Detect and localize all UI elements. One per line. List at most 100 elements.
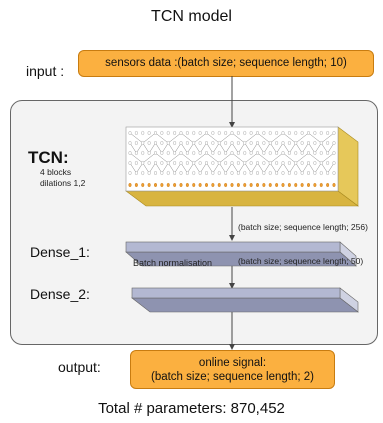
- tcn-connection: [295, 142, 303, 154]
- tcn-node: [128, 170, 132, 175]
- tcn-node: [236, 140, 240, 145]
- tcn-connection: [168, 152, 182, 164]
- tcn-input-node: [268, 182, 272, 187]
- tcn-node: [198, 140, 202, 145]
- tcn-node: [262, 140, 266, 145]
- dense1-shape-label: (batch size; sequence length; 256): [238, 222, 368, 232]
- tcn-dilations-text: dilations 1,2: [40, 178, 86, 188]
- tcn-connection: [199, 162, 207, 174]
- tcn-node: [192, 160, 196, 165]
- tcn-node: [192, 130, 196, 135]
- dense2-shape-label: (batch size; sequence length; 50): [238, 256, 364, 266]
- tcn-node: [179, 150, 183, 155]
- tcn-node: [281, 150, 285, 155]
- tcn-input-node: [185, 182, 189, 187]
- tcn-connection: [231, 132, 245, 144]
- tcn-node: [332, 140, 336, 145]
- tcn-node: [224, 170, 228, 175]
- tcn-node: [294, 150, 298, 155]
- tcn-connection: [244, 162, 252, 174]
- output-label: output:: [58, 359, 101, 375]
- tcn-node: [332, 160, 336, 165]
- tcn-node: [147, 140, 151, 145]
- tcn-node: [275, 140, 279, 145]
- tcn-connection: [136, 142, 143, 154]
- tcn-node: [313, 140, 317, 145]
- tcn-node: [275, 130, 279, 135]
- tcn-node: [185, 170, 189, 175]
- tcn-node: [294, 160, 298, 165]
- tcn-node: [249, 150, 253, 155]
- tcn-node: [230, 170, 234, 175]
- tcn-node: [160, 140, 164, 145]
- tcn-node: [134, 150, 138, 155]
- tcn-node: [268, 150, 272, 155]
- tcn-connection: [206, 152, 220, 164]
- tcn-connection: [257, 132, 271, 144]
- tcn-node: [217, 170, 221, 175]
- tcn-node: [332, 130, 336, 135]
- tcn-node: [153, 130, 157, 135]
- tcn-node: [313, 160, 317, 165]
- tcn-node: [134, 140, 138, 145]
- tcn-node: [256, 160, 260, 165]
- tcn-connection: [212, 142, 220, 154]
- tcn-node: [332, 150, 336, 155]
- tcn-connection: [314, 142, 322, 154]
- tcn-input-node: [281, 182, 285, 187]
- tcn-connection: [238, 142, 245, 154]
- tcn-node: [319, 130, 323, 135]
- tcn-node: [243, 130, 247, 135]
- tcn-input-node: [287, 182, 291, 187]
- tcn-node: [281, 140, 285, 145]
- tcn-node: [287, 130, 291, 135]
- tcn-connection: [136, 162, 143, 174]
- tcn-node: [249, 140, 253, 145]
- tcn-node: [128, 140, 132, 145]
- tcn-blocks-text: 4 blocks: [40, 167, 72, 177]
- tcn-node: [147, 160, 151, 165]
- tcn-node: [281, 130, 285, 135]
- dense1-block: [125, 241, 357, 267]
- tcn-connection: [250, 162, 258, 174]
- tcn-node: [198, 160, 202, 165]
- tcn-node: [275, 160, 279, 165]
- tcn-node: [224, 150, 228, 155]
- tcn-connection: [282, 132, 296, 144]
- tcn-connection: [199, 142, 207, 154]
- tcn-node: [307, 130, 311, 135]
- tcn-node: [147, 130, 151, 135]
- tcn-connection: [193, 132, 207, 144]
- tcn-connection: [142, 152, 156, 164]
- tcn-connection: [270, 162, 277, 174]
- tcn-connection: [155, 152, 169, 164]
- tcn-title: TCN:: [28, 148, 69, 167]
- tcn-input-node: [249, 182, 253, 187]
- tcn-node: [236, 170, 240, 175]
- tcn-connection: [180, 132, 194, 144]
- tcn-connection: [321, 132, 335, 144]
- tcn-node: [262, 160, 266, 165]
- tcn-input-node: [300, 182, 304, 187]
- tcn-connection: [282, 142, 290, 154]
- tcn-node: [236, 160, 240, 165]
- tcn-connection: [155, 162, 163, 174]
- tcn-network-graph: [128, 130, 336, 187]
- batch-norm-label: Batch normalisation: [133, 258, 213, 268]
- tcn-connection: [276, 142, 284, 154]
- tcn-node: [268, 160, 272, 165]
- tcn-input-node: [224, 182, 228, 187]
- tcn-node: [326, 130, 330, 135]
- tcn-node: [204, 150, 208, 155]
- tcn-connection: [193, 142, 201, 154]
- tcn-node: [236, 130, 240, 135]
- tcn-node: [313, 130, 317, 135]
- tcn-node: [192, 170, 196, 175]
- tcn-node: [300, 140, 304, 145]
- tcn-node: [153, 160, 157, 165]
- tcn-node: [141, 140, 145, 145]
- tcn-node: [281, 160, 285, 165]
- tcn-input-node: [198, 182, 202, 187]
- tcn-node: [287, 170, 291, 175]
- dense1-label: Dense_1:: [30, 244, 90, 260]
